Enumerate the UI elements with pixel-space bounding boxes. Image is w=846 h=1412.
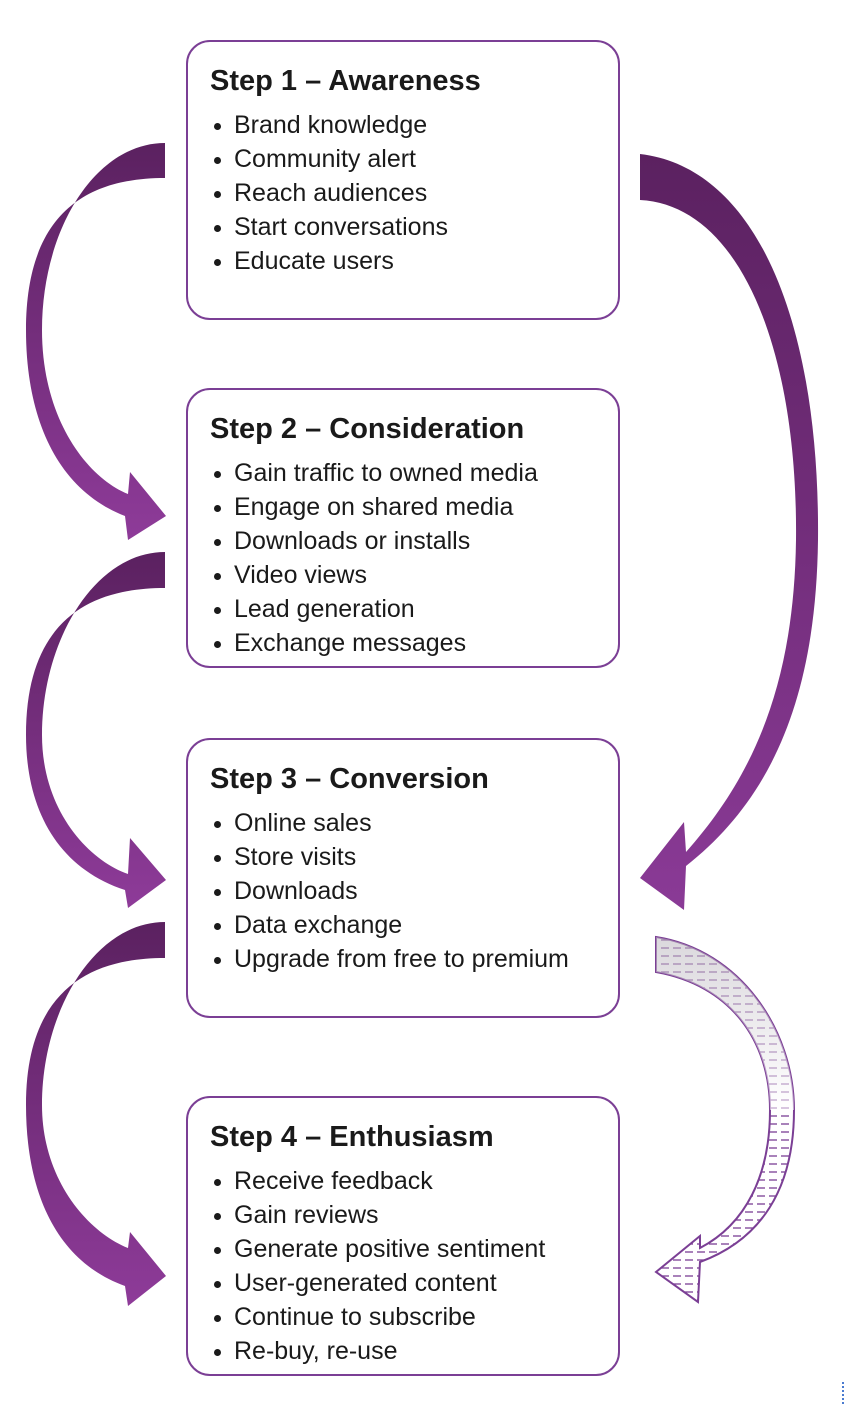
list-item: Store visits: [210, 840, 618, 874]
step-4-box: Step 4 – Enthusiasm Receive feedback Gai…: [186, 1096, 620, 1376]
list-item: Educate users: [210, 244, 618, 278]
list-item: Online sales: [210, 806, 618, 840]
arrow-step1-to-step3: [640, 154, 819, 910]
step-1-box: Step 1 – Awareness Brand knowledge Commu…: [186, 40, 620, 320]
list-item: Start conversations: [210, 210, 618, 244]
step-3-list: Online sales Store visits Downloads Data…: [210, 806, 618, 976]
list-item: Data exchange: [210, 908, 618, 942]
list-item: Downloads or installs: [210, 524, 618, 558]
list-item: Upgrade from free to premium: [210, 942, 618, 976]
list-item: Video views: [210, 558, 618, 592]
step-4-list: Receive feedback Gain reviews Generate p…: [210, 1164, 618, 1368]
list-item: Gain traffic to owned media: [210, 456, 618, 490]
list-item: Receive feedback: [210, 1164, 618, 1198]
list-item: Generate positive sentiment: [210, 1232, 618, 1266]
corner-marker: [842, 1382, 846, 1404]
list-item: Lead generation: [210, 592, 618, 626]
list-item: Downloads: [210, 874, 618, 908]
step-2-list: Gain traffic to owned media Engage on sh…: [210, 456, 618, 660]
list-item: Engage on shared media: [210, 490, 618, 524]
arrow-step2-to-step3: [26, 552, 166, 908]
list-item: Reach audiences: [210, 176, 618, 210]
list-item: User-generated content: [210, 1266, 618, 1300]
list-item: Brand knowledge: [210, 108, 618, 142]
step-3-box: Step 3 – Conversion Online sales Store v…: [186, 738, 620, 1018]
step-1-list: Brand knowledge Community alert Reach au…: [210, 108, 618, 278]
step-2-title: Step 2 – Consideration: [210, 413, 525, 445]
list-item: Continue to subscribe: [210, 1300, 618, 1334]
step-1-title: Step 1 – Awareness: [210, 65, 481, 97]
step-2-box: Step 2 – Consideration Gain traffic to o…: [186, 388, 620, 668]
list-item: Exchange messages: [210, 626, 618, 660]
list-item: Gain reviews: [210, 1198, 618, 1232]
step-4-title: Step 4 – Enthusiasm: [210, 1121, 494, 1153]
arrow-step3-to-step4: [26, 922, 166, 1306]
dashed-arrow-shading: [656, 937, 794, 1110]
step-3-title: Step 3 – Conversion: [210, 763, 489, 795]
list-item: Community alert: [210, 142, 618, 176]
arrow-step1-to-step2: [26, 143, 166, 540]
list-item: Re-buy, re-use: [210, 1334, 618, 1368]
